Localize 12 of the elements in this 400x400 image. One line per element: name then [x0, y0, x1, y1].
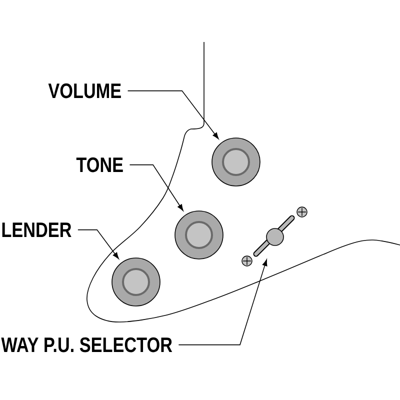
part-label: LENDER	[2, 222, 72, 237]
leader-arrow	[178, 259, 268, 346]
leader-arrow	[129, 164, 184, 211]
control-knob	[112, 258, 160, 306]
control-knob	[174, 210, 224, 260]
selector-lever	[253, 215, 295, 257]
leader-arrow	[127, 90, 219, 140]
part-label: TONE	[76, 157, 123, 172]
part-label: WAY P.U. SELECTOR	[1, 337, 172, 352]
control-knob	[212, 138, 260, 186]
part-label: VOLUME	[48, 83, 121, 98]
leader-arrow	[78, 229, 119, 260]
